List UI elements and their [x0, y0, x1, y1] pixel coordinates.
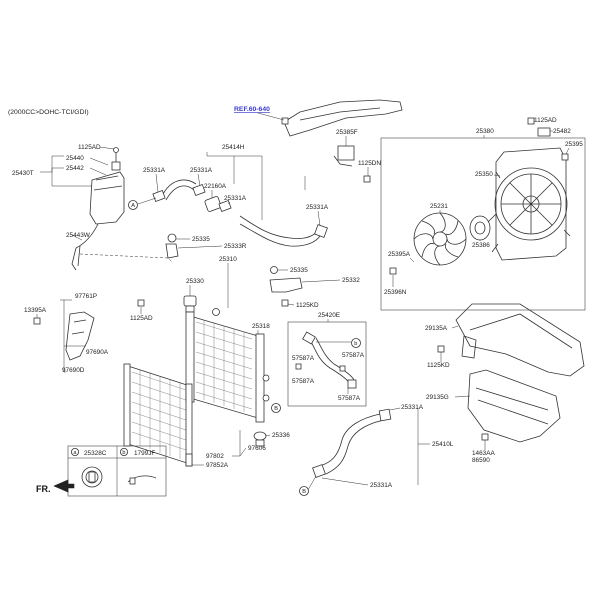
part-label[interactable]: 29135A — [425, 325, 448, 332]
part-label[interactable]: 25385F — [336, 129, 358, 136]
legend-letter-a: a — [73, 450, 77, 456]
part-label[interactable]: 25335 — [192, 236, 210, 243]
part-label[interactable]: 25331A — [370, 482, 393, 489]
legend-part-b[interactable]: 1799JF — [134, 450, 155, 457]
lower-hose — [312, 408, 392, 478]
legend-letter-b: b — [122, 450, 125, 456]
callout-b-upper: b — [354, 341, 357, 347]
part-label[interactable]: 97852A — [206, 462, 229, 469]
part-label[interactable]: 25336 — [272, 432, 290, 439]
part-label[interactable]: 25395A — [388, 251, 411, 258]
part-label[interactable]: 25443W — [66, 232, 91, 239]
front-arrow-icon — [53, 479, 75, 493]
part-label[interactable]: 25335 — [290, 267, 308, 274]
part-label[interactable]: 25333R — [224, 243, 247, 250]
part-label[interactable]: 57587A — [292, 378, 315, 385]
bracket-25385f — [333, 145, 371, 183]
part-label[interactable]: 1125AD — [534, 117, 557, 124]
part-label[interactable]: 25414H — [222, 144, 245, 151]
condenser-bracket — [33, 299, 145, 361]
part-label[interactable]: 97606 — [248, 445, 266, 452]
upper-bracket — [281, 99, 403, 137]
part-label[interactable]: 1125AD — [130, 315, 153, 322]
fan-shroud — [491, 147, 571, 261]
part-label[interactable]: 25430T — [12, 170, 34, 177]
part-label[interactable]: 25410L — [432, 441, 454, 448]
part-label[interactable]: 25420E — [318, 312, 340, 319]
long-hose-25414h — [239, 215, 328, 247]
part-label[interactable]: 57587A — [342, 352, 365, 359]
part-label[interactable]: 25318 — [252, 323, 270, 330]
part-label[interactable]: 25440 — [66, 155, 84, 162]
legend-clamp-icon — [81, 466, 103, 488]
part-label[interactable]: 25442 — [66, 165, 84, 172]
part-label[interactable]: 25380 — [476, 128, 494, 135]
part-label[interactable]: 25331A — [306, 204, 329, 211]
fan-blade — [413, 212, 467, 266]
part-label[interactable]: 1125KD — [427, 362, 450, 369]
bypass-hose — [302, 331, 357, 389]
part-label[interactable]: 97761P — [75, 293, 97, 300]
part-label[interactable]: 25331A — [143, 167, 166, 174]
condenser-core — [123, 363, 193, 467]
part-label[interactable]: 1125DN — [358, 160, 381, 167]
part-label[interactable]: 25332 — [342, 277, 360, 284]
part-label[interactable]: 97802 — [206, 453, 224, 460]
part-label[interactable]: 1125KD — [296, 302, 319, 309]
hose-box-25420e — [287, 321, 367, 407]
part-label[interactable]: 25331A — [224, 195, 247, 202]
engine-spec-label: (2000CC>DOHC-TCI/GDI) — [8, 109, 89, 116]
part-label[interactable]: 25310 — [219, 256, 237, 263]
radiator-cap — [183, 295, 197, 313]
part-label[interactable]: 1125AD — [78, 144, 101, 151]
radiator-bracket-upper — [165, 233, 179, 259]
part-label[interactable]: 29135G — [426, 394, 449, 401]
part-label[interactable]: 25482 — [553, 128, 571, 135]
callout-b-lower: B — [302, 489, 306, 495]
part-label[interactable]: 25331A — [401, 404, 424, 411]
air-guard-upper — [455, 303, 585, 377]
drain-plug — [253, 431, 267, 447]
connector-22160a — [204, 196, 232, 212]
fan-motor — [469, 213, 497, 241]
callout-b-radiator: B — [274, 406, 278, 412]
part-label[interactable]: 25350 — [475, 171, 493, 178]
part-label[interactable]: 25395 — [565, 141, 583, 148]
part-label[interactable]: 22160A — [204, 183, 227, 190]
fan-assembly-box — [380, 137, 586, 311]
air-guard-lower — [467, 369, 561, 443]
part-label[interactable]: 25231 — [430, 203, 448, 210]
callout-a-upper: A — [131, 203, 135, 209]
radiator-bracket-right — [269, 277, 303, 293]
part-label[interactable]: 25386 — [472, 242, 490, 249]
part-label[interactable]: 25396N — [384, 289, 407, 296]
reservoir-tank — [71, 147, 125, 271]
part-label[interactable]: 25330 — [186, 278, 204, 285]
part-label[interactable]: 86590 — [472, 457, 490, 464]
radiator-core — [185, 308, 270, 423]
ref-link[interactable]: REF.60-640 — [234, 106, 270, 113]
front-marker: FR. — [36, 484, 51, 494]
part-label[interactable]: 57587A — [292, 355, 315, 362]
part-label[interactable]: 57587A — [338, 395, 361, 402]
legend-part-a[interactable]: 25328C — [84, 450, 107, 457]
part-label[interactable]: 97690A — [86, 349, 109, 356]
part-label[interactable]: 25331A — [190, 167, 213, 174]
legend-box — [67, 445, 167, 497]
upper-hose — [152, 179, 206, 202]
part-label[interactable]: 97690D — [62, 367, 85, 374]
part-label[interactable]: 1463AA — [472, 450, 495, 457]
part-label[interactable]: 13395A — [24, 307, 47, 314]
legend-tie-icon — [127, 475, 157, 485]
